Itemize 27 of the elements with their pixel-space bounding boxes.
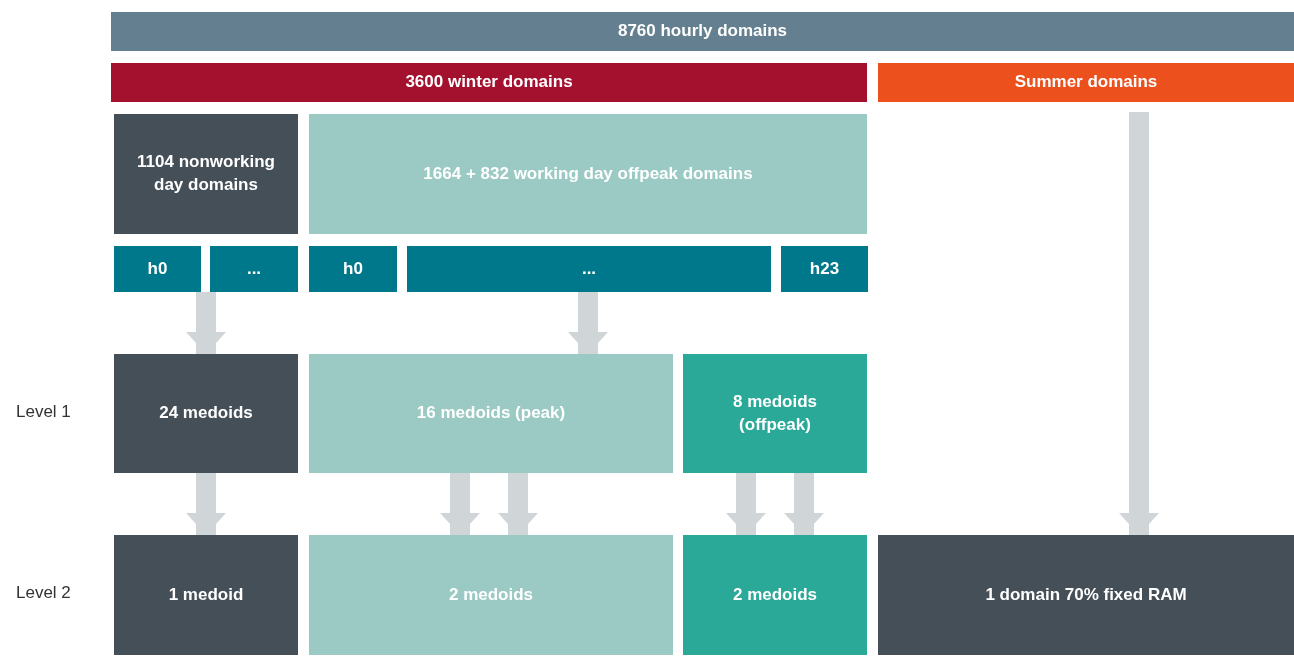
header-bar: 3600 winter domains [111, 63, 867, 102]
block-arrow [186, 473, 226, 535]
block-arrow [440, 473, 480, 535]
block-arrow [784, 473, 824, 535]
cluster-box: 16 medoids (peak) [309, 354, 673, 473]
header-bar: 8760 hourly domains [111, 12, 1294, 51]
hour-box: h0 [114, 246, 201, 292]
cluster-box: 24 medoids [114, 354, 298, 473]
hour-box: h23 [781, 246, 868, 292]
cluster-box: 2 medoids [683, 535, 867, 655]
hour-box: h0 [309, 246, 397, 292]
result-box: 1 domain 70% fixed RAM [878, 535, 1294, 655]
hour-box: ... [210, 246, 298, 292]
block-arrow [498, 473, 538, 535]
block-arrow [726, 473, 766, 535]
cluster-box: 1 medoid [114, 535, 298, 655]
cluster-box: 2 medoids [309, 535, 673, 655]
level-label: Level 2 [16, 583, 71, 603]
block-arrow [1119, 112, 1159, 535]
group-box: 1664 + 832 working day offpeak domains [309, 114, 867, 234]
block-arrow [568, 292, 608, 354]
cluster-box: 8 medoids (offpeak) [683, 354, 867, 473]
block-arrow [186, 292, 226, 354]
level-label: Level 1 [16, 402, 71, 422]
header-bar: Summer domains [878, 63, 1294, 102]
group-box: 1104 nonworking day domains [114, 114, 298, 234]
hour-box: ... [407, 246, 771, 292]
